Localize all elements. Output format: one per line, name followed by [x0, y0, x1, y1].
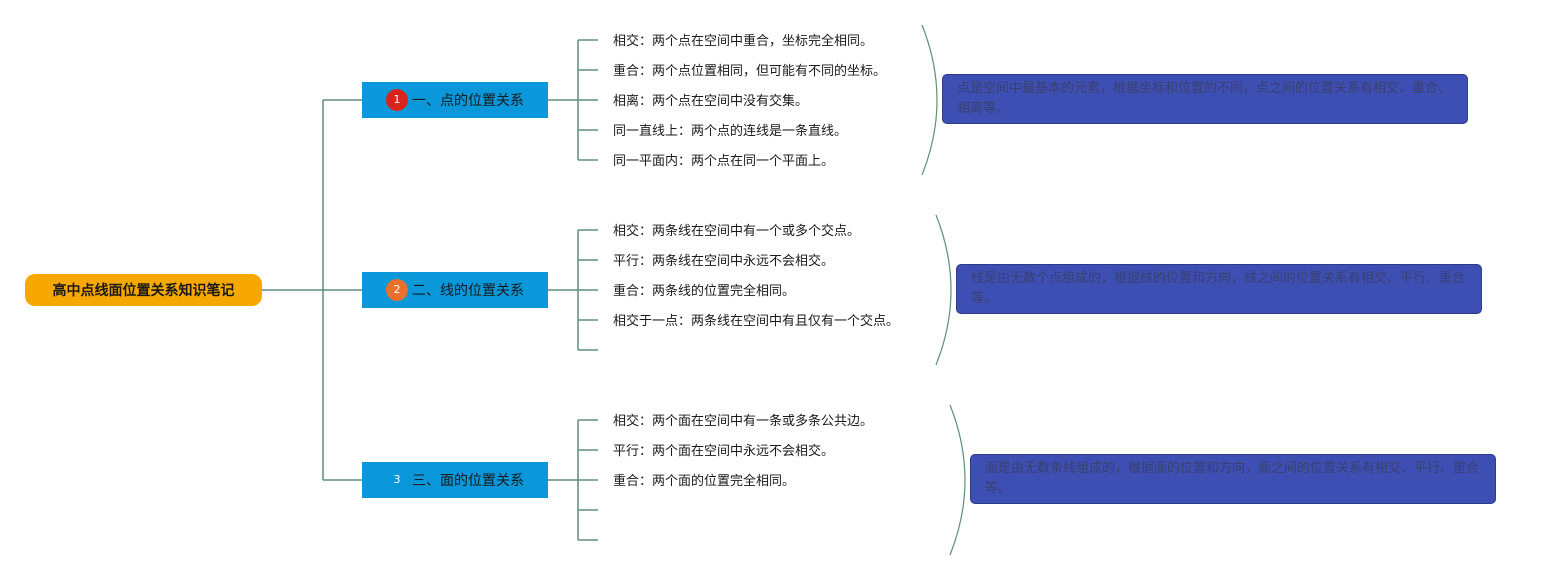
summary-note-points[interactable]: 点是空间中最基本的元素，根据坐标和位置的不同，点之间的位置关系有相交、重合、相离…: [942, 74, 1468, 124]
branch-line-relations[interactable]: 2 二、线的位置关系: [362, 272, 548, 308]
leaf-item[interactable]: 重合：两个面的位置完全相同。: [613, 474, 796, 489]
leaf-item[interactable]: 同一平面内：两个点在同一个平面上。: [613, 154, 835, 169]
summary-bracket: [949, 404, 966, 556]
leaf-item[interactable]: 重合：两条线的位置完全相同。: [613, 284, 796, 299]
priority-1-icon: 1: [386, 89, 408, 111]
branch-title: 一、点的位置关系: [412, 93, 524, 109]
summary-note-lines[interactable]: 线是由无数个点组成的，根据线的位置和方向，线之间的位置关系有相交、平行、重合等。: [956, 264, 1482, 314]
leaf-item[interactable]: 相交：两条线在空间中有一个或多个交点。: [613, 224, 861, 239]
priority-2-icon: 2: [386, 279, 408, 301]
leaf-item[interactable]: 平行：两条线在空间中永远不会相交。: [613, 254, 835, 269]
branch-point-relations[interactable]: 1 一、点的位置关系: [362, 82, 548, 118]
leaf-item[interactable]: 相交：两个点在空间中重合，坐标完全相同。: [613, 34, 874, 49]
leaf-item[interactable]: 重合：两个点位置相同，但可能有不同的坐标。: [613, 64, 887, 79]
summary-note-planes[interactable]: 面是由无数条线组成的，根据面的位置和方向，面之间的位置关系有相交、平行、重合等。: [970, 454, 1496, 504]
leaf-item[interactable]: 相交：两个面在空间中有一条或多条公共边。: [613, 414, 874, 429]
priority-3-icon: 3: [386, 469, 408, 491]
branch-plane-relations[interactable]: 3 三、面的位置关系: [362, 462, 548, 498]
branch-title: 三、面的位置关系: [412, 473, 524, 489]
branch-title: 二、线的位置关系: [412, 283, 524, 299]
leaf-item[interactable]: 相交于一点：两条线在空间中有且仅有一个交点。: [613, 314, 900, 329]
root-topic[interactable]: 高中点线面位置关系知识笔记: [25, 274, 262, 306]
summary-bracket: [935, 214, 952, 366]
leaf-item[interactable]: 相离：两个点在空间中没有交集。: [613, 94, 809, 109]
summary-bracket: [921, 24, 938, 176]
root-title: 高中点线面位置关系知识笔记: [52, 283, 235, 299]
leaf-item[interactable]: 同一直线上：两个点的连线是一条直线。: [613, 124, 848, 139]
leaf-item[interactable]: 平行：两个面在空间中永远不会相交。: [613, 444, 835, 459]
